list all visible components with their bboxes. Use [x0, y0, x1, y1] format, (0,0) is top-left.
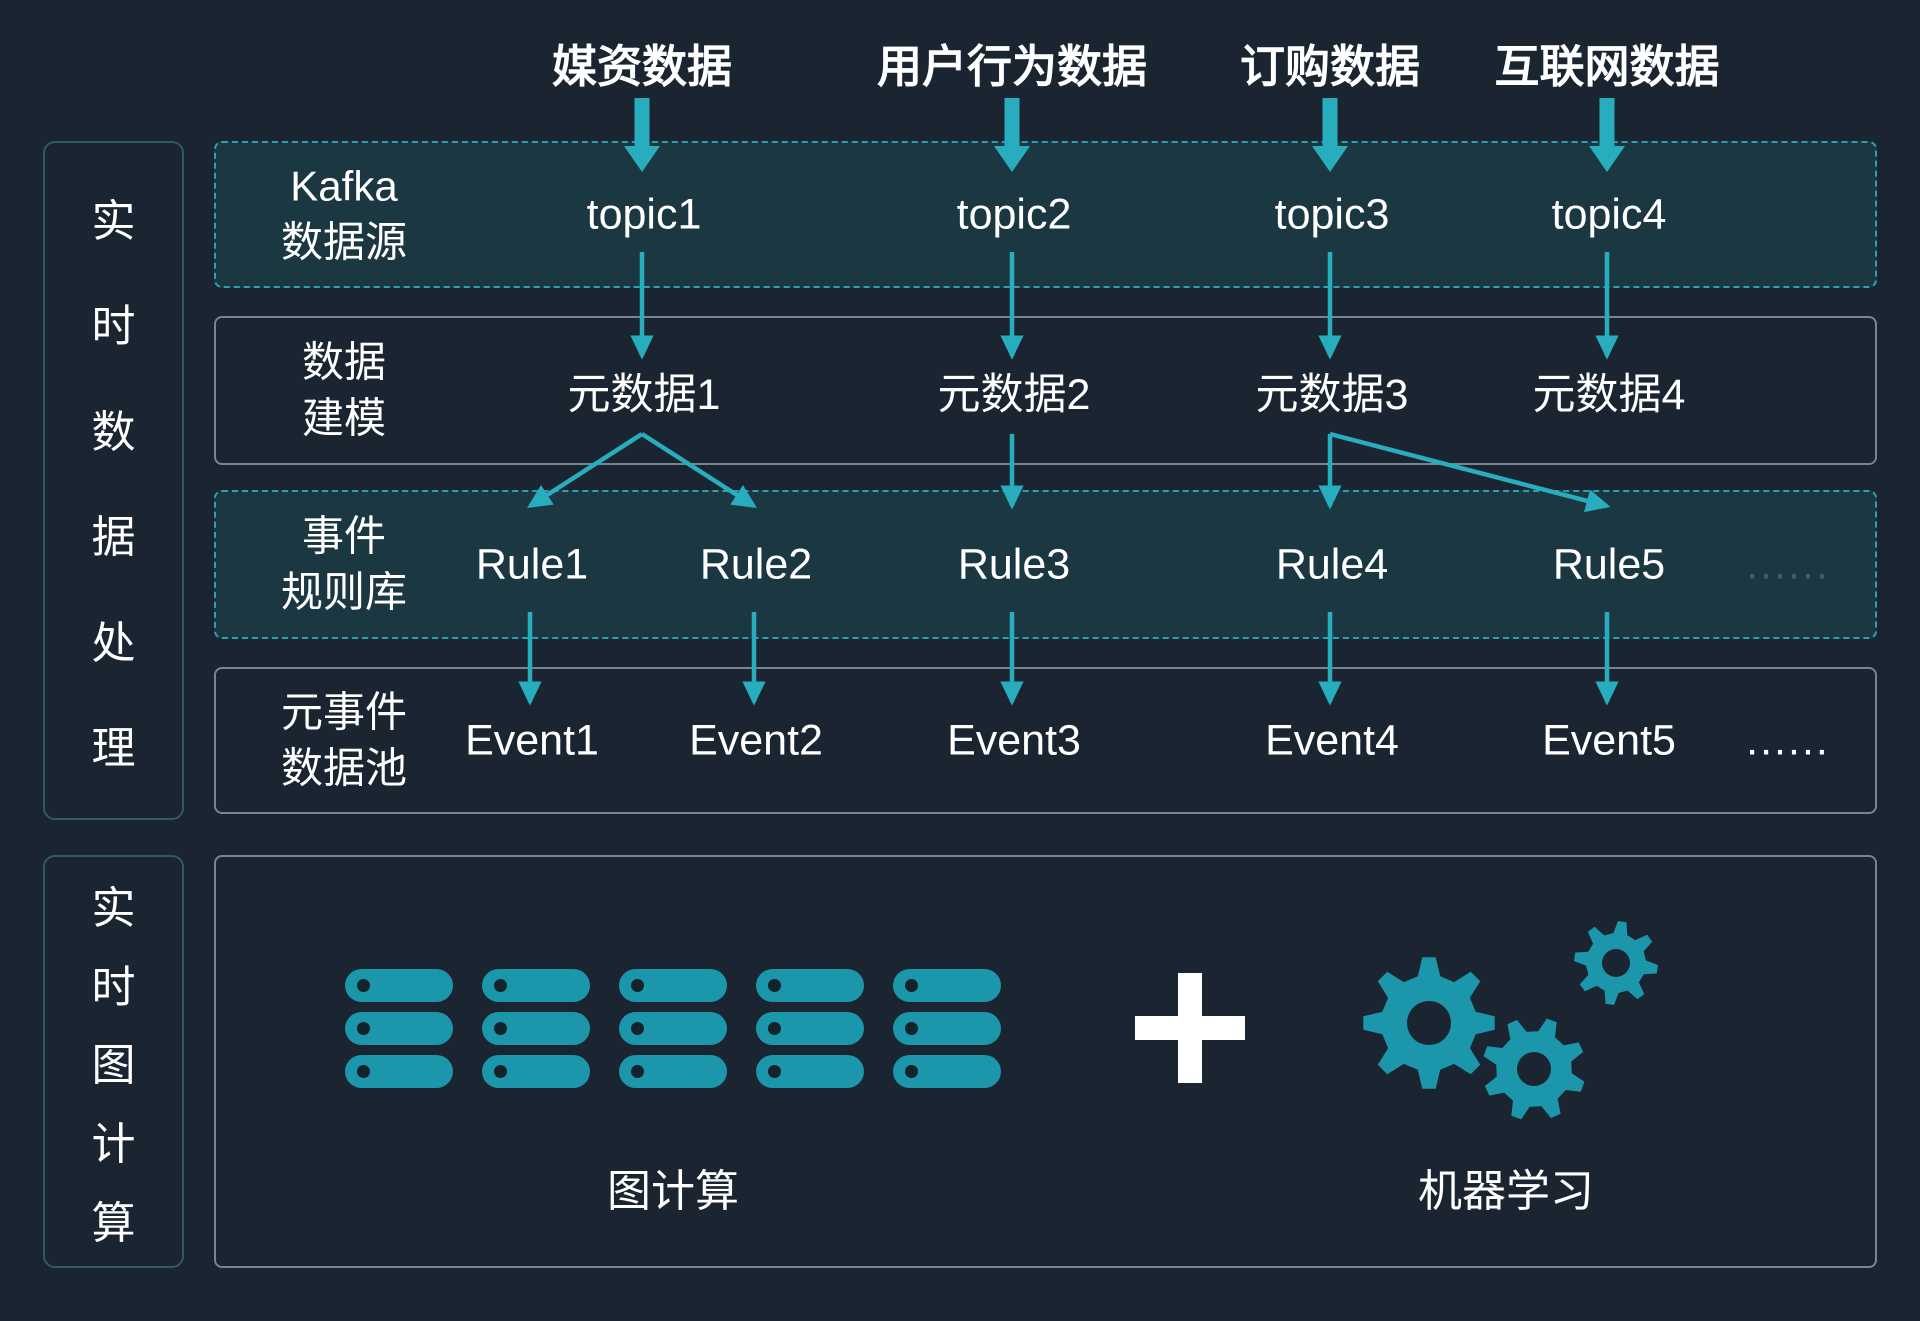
graph-compute-section: 图计算 机器学习 — [214, 855, 1877, 1268]
row-kafka-label-line1: Kafka — [290, 161, 398, 209]
source-label-subscription-data: 订购数据 — [1239, 41, 1421, 92]
server-icon — [893, 969, 1001, 1002]
row-rules-label: 事件 规则库 — [234, 508, 454, 621]
node-topic3: topic3 — [1274, 190, 1390, 238]
node-event4: Event4 — [1265, 716, 1399, 764]
node-rule3: Rule3 — [957, 540, 1071, 588]
row-kafka-label-line2: 数据源 — [280, 218, 407, 266]
row-kafka-label: Kafka 数据源 — [234, 158, 454, 271]
node-metadata4: 元数据4 — [1532, 370, 1686, 419]
server-icon — [893, 1012, 1001, 1045]
node-event2: Event2 — [689, 716, 823, 764]
node-metadata2: 元数据2 — [937, 370, 1091, 419]
node-topic4: topic4 — [1551, 190, 1667, 238]
server-icon — [345, 969, 453, 1002]
plus-icon — [1135, 973, 1245, 1083]
sidebar-label-realtime-data-processing: 实时数据处理 — [91, 196, 136, 774]
row-meta-event-pool: 元事件 数据池 Event1 Event2 Event3 Event4 Even… — [214, 667, 1877, 814]
row-rules-label-line2: 规则库 — [280, 568, 407, 616]
node-event5: Event5 — [1542, 716, 1676, 764]
source-label-internet-data: 互联网数据 — [1494, 41, 1720, 92]
server-icon — [482, 969, 590, 1002]
node-metadata3: 元数据3 — [1255, 370, 1409, 419]
source-label-user-behavior-data: 用户行为数据 — [876, 41, 1148, 92]
node-event1: Event1 — [465, 716, 599, 764]
node-topic1: topic1 — [586, 190, 702, 238]
row-rules-label-line1: 事件 — [301, 511, 386, 559]
server-icon — [345, 1055, 453, 1088]
row-event-rules: 事件 规则库 Rule1 Rule2 Rule3 Rule4 Rule5 ...… — [214, 490, 1877, 639]
node-rule5: Rule5 — [1552, 540, 1666, 588]
node-event3: Event3 — [947, 716, 1081, 764]
row-modeling-label-line1: 数据 — [301, 337, 386, 385]
server-icon — [619, 1055, 727, 1088]
row-modeling-label: 数据 建模 — [234, 334, 454, 447]
events-ellipsis: ...... — [1746, 716, 1830, 764]
row-events-label-line1: 元事件 — [280, 687, 407, 735]
server-icon — [345, 1012, 453, 1045]
server-icon — [482, 1012, 590, 1045]
server-icon — [482, 1055, 590, 1088]
node-metadata1: 元数据1 — [567, 370, 721, 419]
sidebar-section-realtime-data-processing: 实时数据处理 — [43, 141, 184, 820]
row-events-label-line2: 数据池 — [280, 744, 407, 792]
server-icon — [893, 1055, 1001, 1088]
server-icon — [619, 1012, 727, 1045]
server-icon — [756, 1055, 864, 1088]
source-label-media-data: 媒资数据 — [551, 41, 733, 92]
node-rule1: Rule1 — [475, 540, 589, 588]
row-events-label: 元事件 数据池 — [234, 684, 454, 797]
row-data-modeling: 数据 建模 元数据1 元数据2 元数据3 元数据4 — [214, 316, 1877, 465]
server-icon — [619, 969, 727, 1002]
row-kafka-datasource: Kafka 数据源 topic1 topic2 topic3 topic4 — [214, 141, 1877, 288]
server-icon — [756, 1012, 864, 1045]
node-rule2: Rule2 — [699, 540, 813, 588]
node-topic2: topic2 — [956, 190, 1072, 238]
sidebar-section-realtime-graph-computing: 实时图计算 — [43, 855, 184, 1268]
graph-compute-label: 图计算 — [607, 1167, 739, 1216]
node-rule4: Rule4 — [1275, 540, 1389, 588]
row-modeling-label-line2: 建模 — [301, 394, 386, 442]
sidebar-label-realtime-graph-computing: 实时图计算 — [91, 883, 136, 1249]
server-icon — [756, 969, 864, 1002]
rules-ellipsis: ...... — [1746, 540, 1830, 588]
machine-learning-label: 机器学习 — [1418, 1167, 1594, 1216]
